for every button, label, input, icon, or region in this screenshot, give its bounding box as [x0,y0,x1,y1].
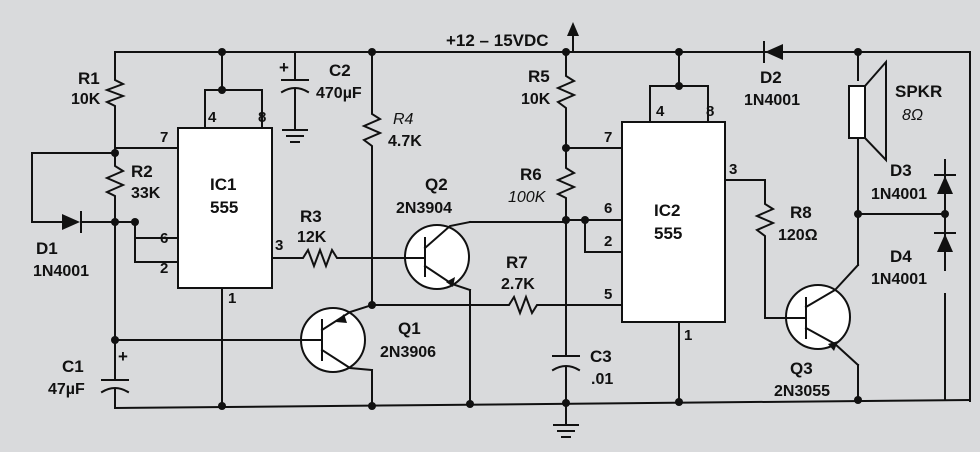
svg-text:C1: C1 [62,357,84,376]
svg-text:7: 7 [160,129,168,146]
transistor-q3: Q3 2N3055 [774,263,860,400]
svg-text:+: + [279,58,289,77]
resistor-r2: R2 33K [104,159,161,202]
svg-text:C3: C3 [590,347,612,366]
capacitor-c3: C3 .01 [551,339,613,388]
svg-text:IC2: IC2 [654,201,680,220]
svg-text:555: 555 [654,224,682,243]
svg-text:IC1: IC1 [210,175,236,194]
svg-text:2: 2 [604,233,612,250]
svg-text:47µF: 47µF [48,381,85,398]
supply-arrow [567,22,579,36]
svg-text:R5: R5 [528,67,550,86]
svg-text:R8: R8 [790,203,812,222]
svg-text:R6: R6 [520,165,542,184]
svg-text:R7: R7 [506,253,528,272]
diode-d3: D3 1N4001 [871,161,956,203]
resistor-r7: R7 2.7K [501,253,541,316]
svg-text:8Ω: 8Ω [902,107,923,124]
svg-text:7: 7 [604,129,612,146]
svg-text:1N4001: 1N4001 [744,92,800,109]
svg-text:2.7K: 2.7K [501,276,535,293]
svg-text:R3: R3 [300,207,322,226]
svg-text:6: 6 [160,230,168,247]
capacitor-c1: + C1 47µF [48,347,130,409]
speaker-spkr: SPKR 8Ω [848,59,942,163]
svg-text:100K: 100K [508,189,547,206]
svg-text:+: + [118,347,128,366]
svg-text:4: 4 [656,103,665,120]
svg-text:10K: 10K [521,91,551,108]
svg-text:R4: R4 [393,111,414,128]
capacitor-c2: + C2 470µF [279,58,362,102]
resistor-r3: R3 12K [297,207,341,269]
transistor-q1: Q1 2N3906 [299,303,436,373]
svg-text:120Ω: 120Ω [778,227,818,244]
svg-text:SPKR: SPKR [895,82,942,101]
svg-text:12K: 12K [297,229,327,246]
resistor-r1: R1 10K [71,69,126,111]
svg-text:R2: R2 [131,162,153,181]
junctions [111,48,949,410]
resistor-r5: R5 10K [521,67,577,113]
svg-text:33K: 33K [131,185,161,202]
svg-text:555: 555 [210,198,238,217]
svg-text:Q3: Q3 [790,359,813,378]
diode-d1: D1 1N4001 [33,211,91,280]
svg-text:3: 3 [275,237,283,254]
supply-label: +12 – 15VDC [446,31,549,50]
ic1-555: IC1 555 4 8 7 6 2 3 1 [160,109,283,307]
svg-text:Q2: Q2 [425,175,448,194]
resistor-r8: R8 120Ω [754,197,818,247]
svg-text:8: 8 [706,103,714,120]
svg-text:2N3055: 2N3055 [774,383,830,400]
svg-text:4.7K: 4.7K [388,133,422,150]
diode-d2: D2 1N4001 [744,41,859,109]
svg-text:Q1: Q1 [398,319,421,338]
svg-text:.01: .01 [591,371,613,388]
svg-text:4: 4 [208,109,217,126]
svg-text:D3: D3 [890,161,912,180]
svg-text:10K: 10K [71,91,101,108]
ground-symbol [553,424,579,438]
svg-text:2: 2 [160,260,168,277]
transistor-q2: Q2 2N3904 [396,175,472,292]
svg-text:2N3906: 2N3906 [380,344,436,361]
svg-text:1: 1 [684,327,692,344]
svg-text:1N4001: 1N4001 [33,263,89,280]
svg-text:1N4001: 1N4001 [871,271,927,288]
svg-text:1N4001: 1N4001 [871,186,927,203]
svg-text:C2: C2 [329,61,351,80]
resistor-r6: R6 100K [508,161,577,206]
svg-text:8: 8 [258,109,266,126]
resistor-r4: R4 4.7K [361,107,422,153]
diode-d4: D4 1N4001 [871,232,956,288]
svg-text:1: 1 [228,290,236,307]
svg-text:5: 5 [604,286,612,303]
ic2-555: IC2 555 4 8 7 6 2 5 3 1 [604,103,737,344]
svg-text:R1: R1 [78,69,100,88]
svg-text:D2: D2 [760,68,782,87]
svg-text:D4: D4 [890,247,912,266]
svg-text:3: 3 [729,161,737,178]
wires [31,33,972,426]
svg-text:2N3904: 2N3904 [396,200,452,217]
svg-text:D1: D1 [36,239,58,258]
svg-text:6: 6 [604,200,612,217]
svg-text:470µF: 470µF [316,85,362,102]
